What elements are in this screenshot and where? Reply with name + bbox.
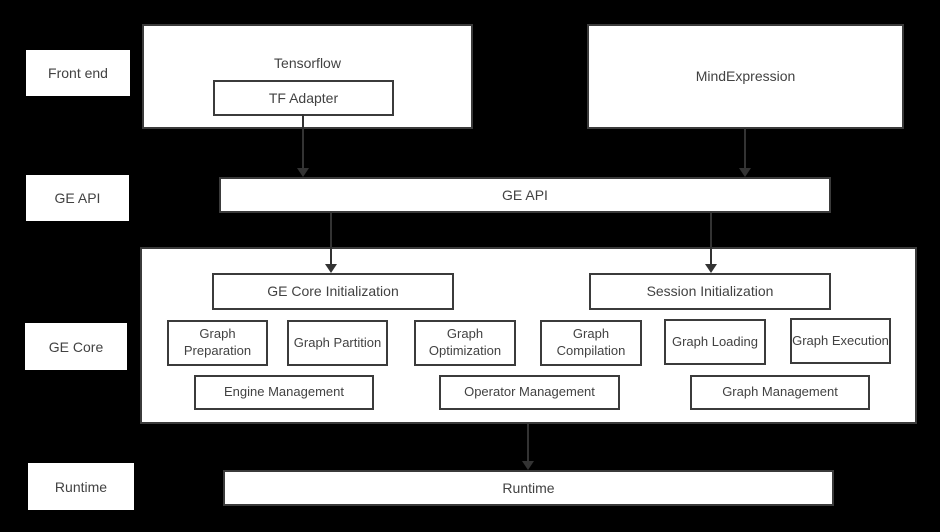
arrow-shaft — [330, 213, 332, 264]
tensorflow-title: Tensorflow — [274, 55, 341, 71]
row-label-ge-core: GE Core — [25, 323, 127, 370]
tf-adapter-box: TF Adapter — [213, 80, 394, 116]
mindexpression-box: MindExpression — [587, 24, 904, 129]
row-label-ge-api: GE API — [26, 175, 129, 221]
arrow-tf-adapter-to-ge-api — [297, 114, 309, 177]
arrow-head — [297, 168, 309, 177]
row-label-front-end: Front end — [26, 50, 130, 96]
arrow-mindexpression-to-ge-api — [739, 128, 751, 177]
arrow-head — [522, 461, 534, 470]
arrow-head — [739, 168, 751, 177]
arrow-shaft — [302, 114, 304, 168]
graph-partition-box: Graph Partition — [287, 320, 388, 366]
arrow-head — [325, 264, 337, 273]
arrow-shaft — [744, 128, 746, 168]
graph-execution-box: Graph Execution — [790, 318, 891, 364]
graph-loading-box: Graph Loading — [664, 319, 766, 365]
arrow-ge-api-to-ge-core-initialization — [325, 213, 337, 273]
graph-compilation-box: Graph Compilation — [540, 320, 642, 366]
row-label-runtime: Runtime — [28, 463, 134, 510]
graph-optimization-box: Graph Optimization — [414, 320, 516, 366]
operator-management-box: Operator Management — [439, 375, 620, 410]
arrow-shaft — [527, 424, 529, 461]
arrow-ge-core-to-runtime — [522, 424, 534, 470]
engine-management-box: Engine Management — [194, 375, 374, 410]
tensorflow-box: Tensorflow TF Adapter — [142, 24, 473, 129]
arrow-shaft — [710, 213, 712, 264]
ge-core-box: GE Core Initialization Session Initializ… — [140, 247, 917, 424]
graph-management-box: Graph Management — [690, 375, 870, 410]
session-initialization-box: Session Initialization — [589, 273, 831, 310]
runtime-bar: Runtime — [223, 470, 834, 506]
graph-preparation-box: Graph Preparation — [167, 320, 268, 366]
ge-core-initialization-box: GE Core Initialization — [212, 273, 454, 310]
ge-api-bar: GE API — [219, 177, 831, 213]
arrow-head — [705, 264, 717, 273]
arrow-ge-api-to-session-initialization — [705, 213, 717, 273]
